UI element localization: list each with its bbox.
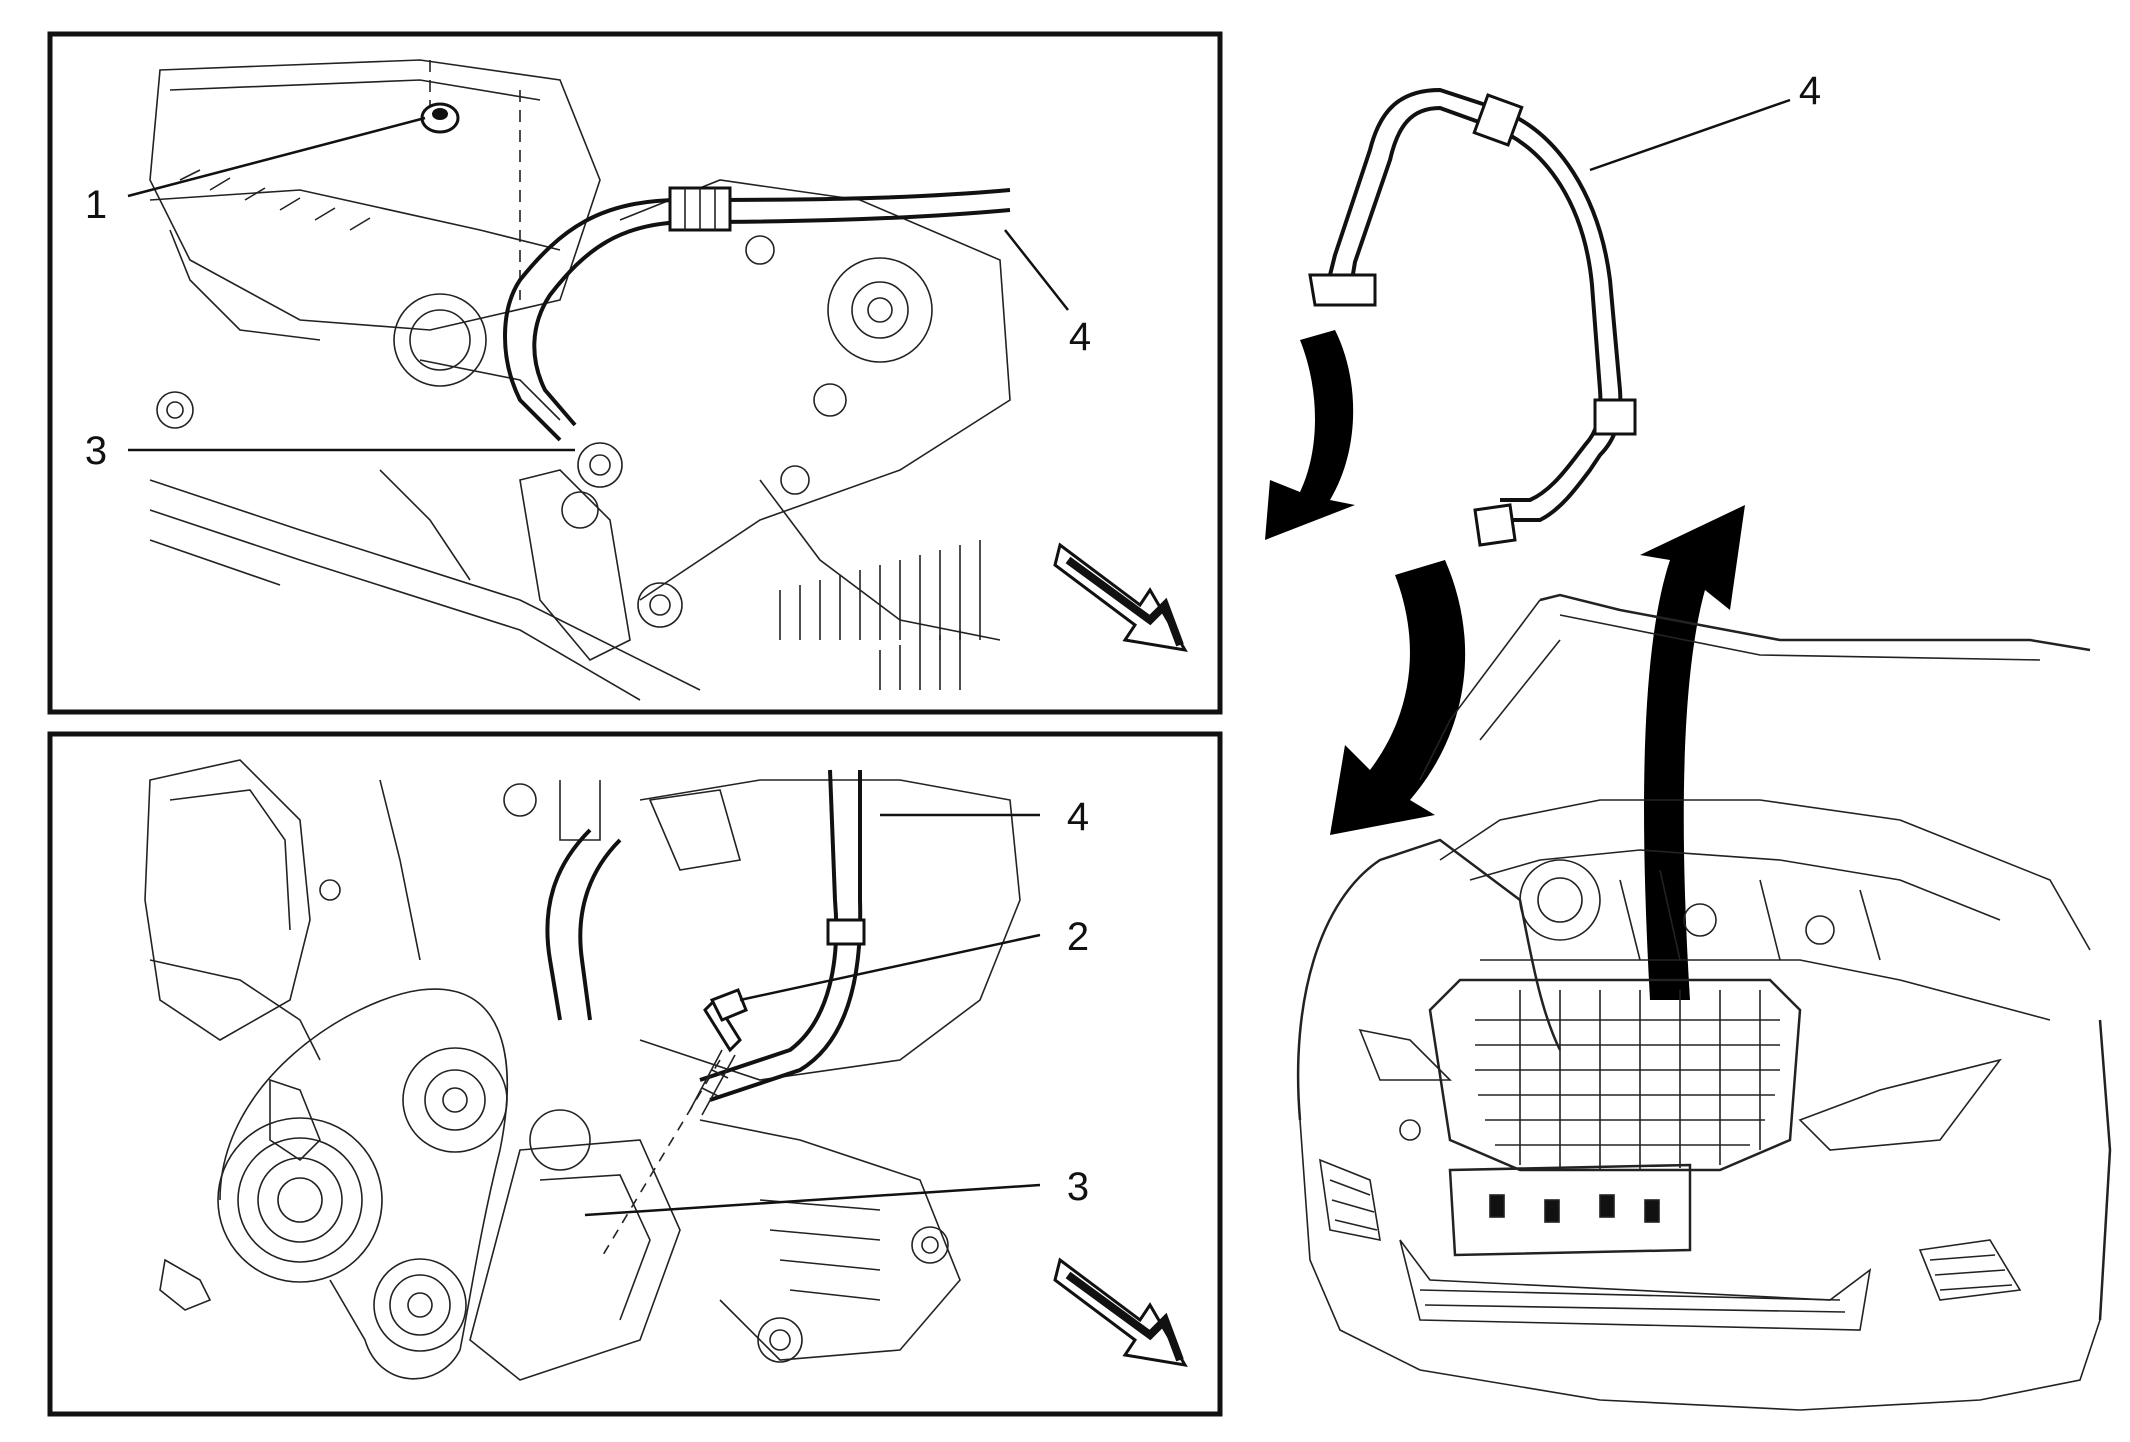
removal-arrow-upper	[1265, 330, 1355, 540]
lower-callout-4: 4	[1067, 795, 1089, 839]
overview-leader-4	[1589, 98, 1791, 172]
upper-direction-arrow	[1053, 542, 1188, 653]
lower-detail-panel: 4 2 3	[47, 731, 1223, 1417]
upper-nut	[420, 102, 460, 134]
lower-dash-line	[599, 1059, 721, 1261]
lower-bolt	[689, 988, 748, 1116]
upper-callout-3: 3	[85, 429, 107, 473]
vehicle-overview: 4	[1265, 69, 2112, 1411]
lower-callout-3: 3	[1067, 1165, 1089, 1209]
lower-leader-3	[584, 1183, 1041, 1217]
lower-engine-illustration	[144, 759, 1021, 1381]
lower-callout-2: 2	[1067, 915, 1089, 959]
upper-panel-frame	[47, 31, 1223, 715]
upper-leader-1	[127, 116, 426, 198]
upper-callout-1: 1	[85, 183, 107, 227]
install-arrow	[1640, 505, 1745, 1000]
upper-engine-illustration	[149, 59, 1011, 701]
removal-arrow-lower	[1330, 560, 1466, 835]
upper-detail-panel: 1 3 4	[47, 31, 1223, 715]
overview-hose	[1308, 87, 1637, 547]
lower-leader-2	[739, 933, 1041, 1002]
lower-direction-arrow	[1053, 1257, 1188, 1368]
lower-panel-frame	[47, 731, 1223, 1417]
upper-leader-4	[1004, 229, 1069, 311]
lower-hose	[545, 769, 866, 1102]
vehicle-front-illustration	[1296, 593, 2112, 1411]
upper-hose	[503, 186, 1011, 442]
upper-callout-4: 4	[1069, 315, 1091, 359]
overview-callout-4: 4	[1799, 69, 1821, 113]
